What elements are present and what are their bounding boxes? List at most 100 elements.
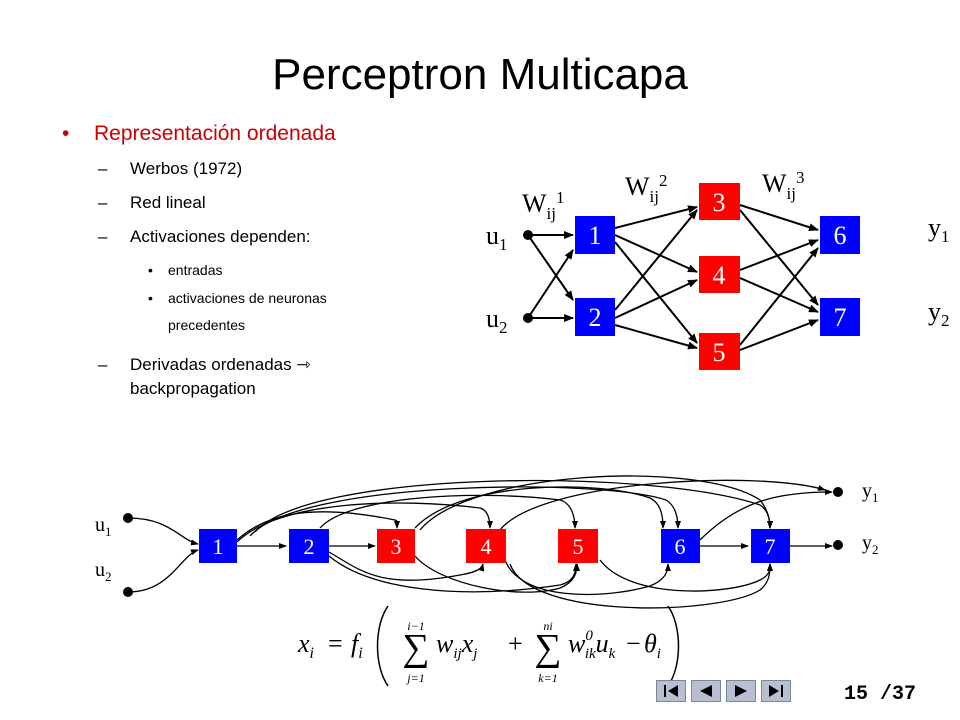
node-label: 1 [213, 534, 224, 559]
edge [614, 234, 698, 273]
edge [328, 555, 579, 593]
sum1-lower: j=1 [405, 671, 424, 685]
node-label: 4 [481, 534, 492, 559]
node-label: 5 [573, 534, 584, 559]
sum1-sign: ∑ [402, 627, 429, 669]
bullet-text: Activaciones dependen: [130, 227, 311, 246]
previous-page-icon [700, 685, 712, 697]
bullet-main-text: Representación ordenada [94, 122, 336, 145]
formula-theta: θi [644, 629, 661, 662]
next-page-icon [735, 685, 747, 697]
edge [739, 247, 819, 346]
neuron-node [820, 298, 860, 336]
formula-plus: + [508, 629, 523, 658]
previous-page-button[interactable] [691, 680, 721, 702]
edge [504, 559, 671, 596]
bullet-text: entradas [168, 262, 223, 278]
output-label: y1 [928, 213, 950, 246]
bullet-text: Derivadas ordenadas ⇾ [130, 355, 311, 374]
neuron-node [466, 529, 506, 563]
neuron-node [661, 529, 700, 563]
output-label: y2 [862, 532, 879, 557]
neuron-node [699, 183, 740, 220]
sum2-upper: ni [543, 619, 552, 633]
edge [509, 563, 773, 609]
neuron-node [575, 298, 615, 336]
last-page-icon [769, 685, 783, 697]
formula-equals: = [328, 629, 343, 658]
first-page-button[interactable] [656, 680, 686, 702]
edge [614, 279, 698, 319]
edge [328, 551, 485, 581]
bullet-text: Red lineal [130, 193, 206, 212]
bullet-text: backpropagation [130, 379, 256, 398]
neuron-node [820, 216, 860, 254]
node-label: 6 [675, 534, 686, 559]
bullet-text: precedentes [168, 317, 246, 333]
neuron-node [289, 529, 329, 563]
output-label: y2 [928, 297, 950, 330]
node-label: 1 [589, 221, 602, 250]
formula-term1: wijxj [436, 629, 477, 662]
slide-navigation [656, 680, 792, 702]
formula-minus: − [626, 629, 641, 658]
edge [739, 204, 819, 232]
node-label: 2 [304, 534, 315, 559]
page-number: 15 /37 [844, 683, 917, 706]
output-node-dot [833, 487, 843, 497]
edge [414, 555, 580, 593]
node-label: 7 [834, 303, 847, 332]
edge [614, 205, 698, 229]
formula-f: fi [351, 629, 363, 662]
edge [614, 241, 698, 344]
edge [319, 494, 578, 529]
first-page-icon [664, 685, 678, 697]
last-page-button[interactable] [761, 680, 791, 702]
edge [739, 319, 819, 351]
node-label: 4 [713, 261, 726, 290]
bullet-marker: – [98, 355, 108, 374]
edge [739, 209, 819, 306]
edge [527, 249, 574, 319]
neuron-node [199, 529, 237, 563]
formula-lhs: xi [297, 629, 314, 662]
edge [614, 209, 698, 311]
left-paren [376, 605, 389, 687]
bullet-marker: – [98, 159, 108, 178]
bullet-marker: • [148, 290, 153, 306]
bullet-marker: – [98, 227, 108, 246]
node-label: 2 [589, 303, 602, 332]
edge [527, 234, 574, 301]
sum1-upper: i−1 [407, 619, 424, 633]
edge [127, 549, 199, 593]
edge [419, 475, 773, 531]
neuron-node [575, 216, 615, 254]
right-paren [667, 605, 680, 687]
input-label: u2 [486, 304, 508, 337]
edge [599, 559, 773, 592]
weight-label: Wij2 [625, 171, 668, 206]
input-label: u1 [95, 514, 112, 539]
bullet-text: Werbos (1972) [130, 159, 243, 178]
edge [499, 479, 826, 531]
output-node-dot [833, 540, 843, 550]
next-page-button[interactable] [726, 680, 756, 702]
node-label: 5 [713, 338, 726, 367]
neuron-node [558, 529, 598, 563]
node-label: 3 [713, 188, 726, 217]
neuron-node [751, 529, 790, 563]
neuron-node [699, 256, 740, 293]
node-label: 3 [391, 534, 402, 559]
weight-label: Wij3 [762, 168, 805, 203]
bullet-text: activaciones de neuronas [168, 290, 327, 306]
bullet-marker: • [62, 122, 70, 145]
input-label: u1 [486, 221, 508, 254]
neuron-node [377, 529, 415, 563]
edge [249, 486, 681, 537]
sum2-sign: ∑ [534, 627, 561, 669]
edge [236, 511, 401, 541]
node-label: 7 [765, 534, 776, 559]
sum2-lower: k=1 [538, 671, 557, 685]
